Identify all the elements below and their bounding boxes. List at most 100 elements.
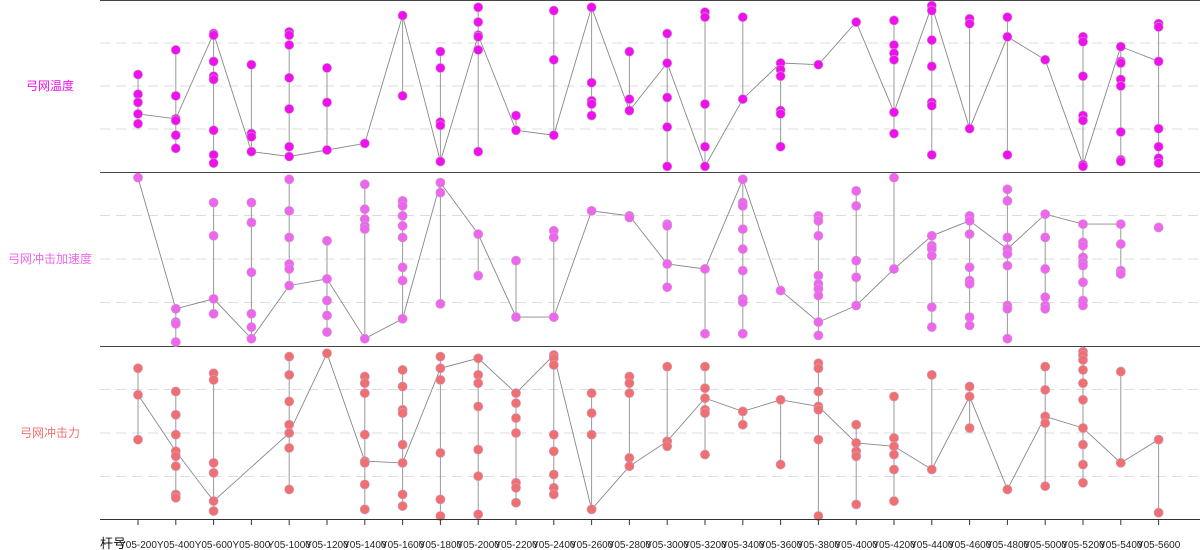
data-point — [1153, 56, 1164, 67]
data-point — [170, 318, 181, 329]
data-point — [851, 186, 862, 196]
data-point — [889, 391, 899, 402]
data-point — [133, 69, 143, 80]
data-point — [1040, 54, 1051, 65]
data-point — [397, 501, 408, 511]
data-point — [813, 386, 824, 397]
data-point — [1078, 240, 1088, 251]
data-point — [737, 200, 748, 211]
data-point — [813, 230, 824, 241]
x-tick-label: Y05-400 — [157, 540, 195, 550]
data-point — [1115, 81, 1126, 91]
data-point — [1153, 22, 1164, 32]
data-point — [851, 272, 862, 283]
data-point — [435, 63, 446, 73]
data-point — [322, 327, 332, 337]
data-point — [964, 18, 975, 29]
data-point — [322, 295, 332, 306]
data-point — [1040, 292, 1051, 303]
data-point — [246, 267, 257, 278]
data-point — [359, 333, 370, 344]
data-point — [397, 408, 408, 418]
data-point — [964, 278, 975, 289]
data-point — [397, 262, 408, 273]
data-point — [473, 369, 484, 380]
x-tick-label: Y05-3800 — [797, 540, 841, 550]
data-point — [700, 408, 710, 418]
data-point — [246, 333, 257, 344]
data-point — [284, 174, 295, 185]
data-point — [397, 210, 408, 221]
data-point — [133, 89, 143, 100]
data-point — [964, 215, 975, 226]
data-point — [624, 388, 635, 399]
data-point — [1078, 423, 1088, 433]
data-point — [1002, 195, 1013, 206]
data-point — [586, 99, 597, 109]
data-point — [889, 441, 899, 452]
data-point — [926, 230, 937, 241]
data-point — [284, 72, 295, 83]
data-point — [700, 383, 710, 394]
data-point — [473, 471, 484, 482]
data-point — [473, 17, 484, 27]
data-point — [1153, 222, 1164, 233]
x-tick-label: Y05-2000 — [457, 540, 501, 550]
data-point — [170, 337, 181, 347]
data-point — [322, 235, 332, 246]
data-point — [926, 369, 937, 380]
data-point — [1078, 365, 1088, 375]
data-point — [737, 94, 748, 105]
data-point — [322, 310, 332, 321]
data-point — [322, 97, 332, 108]
data-point — [284, 264, 295, 274]
data-point — [359, 378, 370, 389]
data-point — [1078, 277, 1088, 288]
series-path-line — [137, 4, 1159, 168]
grid-layer — [100, 0, 1200, 477]
data-point — [473, 229, 484, 239]
data-point — [284, 104, 295, 114]
data-point — [964, 391, 975, 402]
data-point — [1115, 58, 1126, 68]
band-label: 弓网冲击力 — [20, 425, 80, 440]
data-point — [473, 401, 484, 412]
x-tick-label: Y05-5000 — [1024, 540, 1068, 550]
data-point — [359, 429, 370, 440]
x-axis-title: 杆号 — [100, 536, 126, 550]
data-point — [586, 429, 597, 440]
x-tick-label: Y05-1200 — [305, 540, 349, 550]
data-point — [926, 100, 937, 111]
data-point — [284, 351, 295, 362]
data-point — [1002, 249, 1013, 259]
data-point — [926, 464, 937, 475]
data-point — [926, 35, 937, 45]
data-point — [1078, 36, 1088, 47]
data-point — [624, 452, 635, 463]
data-point — [851, 438, 862, 448]
data-point — [964, 423, 975, 433]
data-point — [1078, 71, 1088, 82]
data-point — [737, 406, 748, 417]
data-point — [624, 46, 635, 57]
data-point — [813, 215, 824, 226]
data-point — [964, 381, 975, 392]
data-point — [926, 322, 937, 332]
data-point — [246, 217, 257, 228]
data-point — [208, 230, 219, 241]
x-tick-label: Y05-2200 — [494, 540, 538, 550]
data-point — [170, 130, 181, 141]
data-point — [548, 489, 559, 500]
x-tick-label: Y05-1000 — [268, 540, 312, 550]
data-point — [775, 394, 786, 405]
data-point — [511, 312, 521, 322]
data-point — [170, 303, 181, 314]
data-point — [473, 45, 484, 55]
data-point — [208, 467, 219, 478]
data-point — [700, 449, 710, 460]
data-point — [322, 63, 332, 73]
data-point — [964, 312, 975, 322]
data-point — [889, 172, 899, 183]
data-point — [1153, 434, 1164, 445]
data-point — [435, 351, 446, 362]
